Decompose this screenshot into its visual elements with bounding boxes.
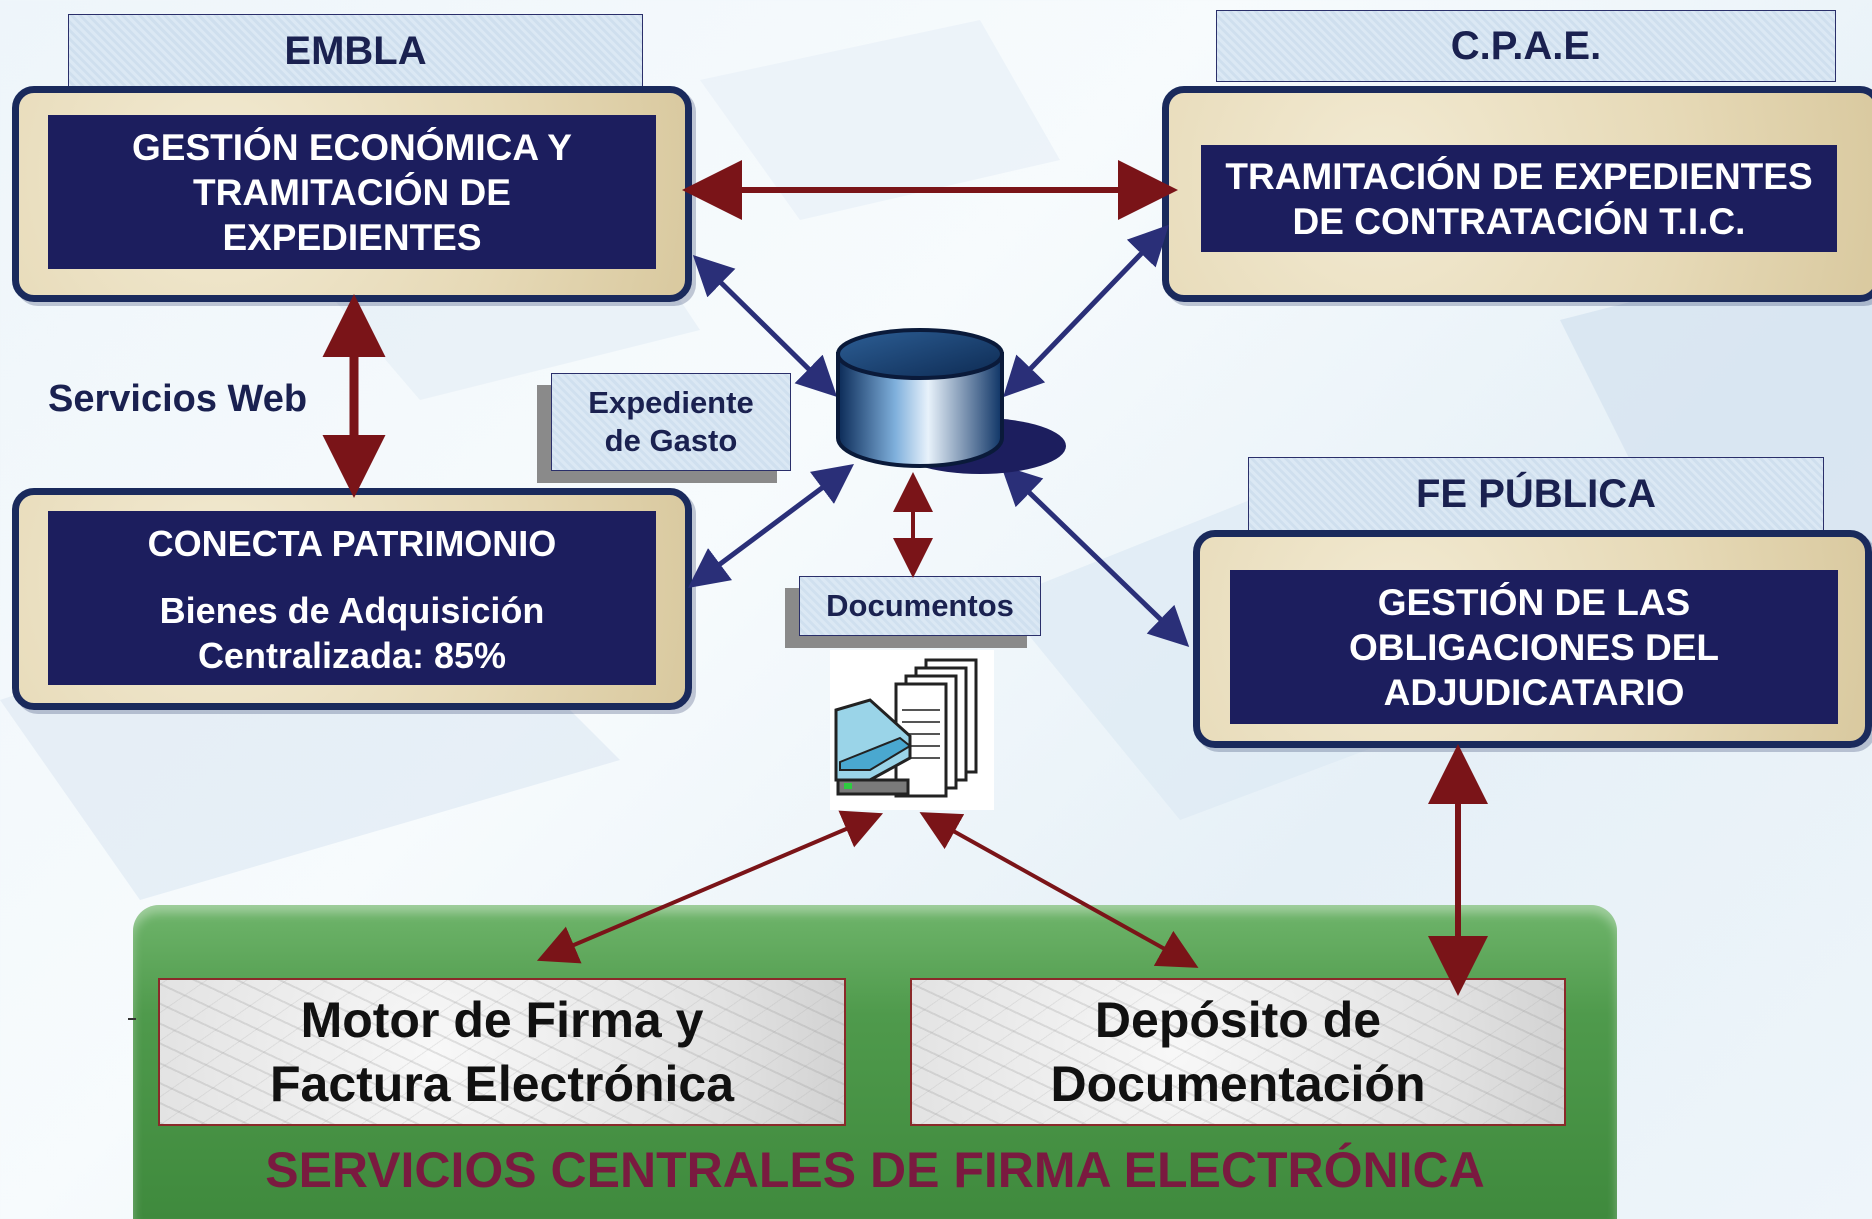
expediente-gasto-label: Expediente de Gasto [551,373,791,471]
conecta-line-1: Bienes de Adquisición [159,590,545,631]
embla-line-3: EXPEDIENTES [222,216,482,258]
documentos-text: Documentos [826,588,1014,623]
fe-publica-tab-label: FE PÚBLICA [1416,471,1656,516]
cpae-line-2: DE CONTRATACIÓN T.I.C. [1292,200,1746,242]
conecta-panel: CONECTA PATRIMONIO Bienes de Adquisición… [48,511,656,685]
conecta-title: CONECTA PATRIMONIO [147,523,557,564]
cpae-tab-label: C.P.A.E. [1450,23,1602,68]
expediente-line-1: Expediente [588,385,754,420]
cpae-tab: C.P.A.E. [1216,10,1836,82]
motor-line-1: Motor de Firma y [300,992,704,1048]
fe-publica-line-2: OBLIGACIONES DEL [1348,626,1720,668]
expediente-line-2: de Gasto [604,423,738,458]
embla-tab-label: EMBLA [284,28,427,73]
deposito-line-1: Depósito de [1094,992,1382,1048]
cpae-panel: TRAMITACIÓN DE EXPEDIENTES DE CONTRATACI… [1201,145,1837,252]
base-title: SERVICIOS CENTRALES DE FIRMA ELECTRÓNICA [265,1142,1485,1198]
fe-publica-line-1: GESTIÓN DE LAS [1377,581,1691,623]
fe-publica-panel: GESTIÓN DE LAS OBLIGACIONES DEL ADJUDICA… [1230,570,1838,724]
conecta-line-2: Centralizada: 85% [197,635,507,676]
scanner-documents-icon [830,650,994,810]
motor-line-2: Factura Electrónica [269,1056,735,1112]
embla-tab: EMBLA [68,14,643,88]
fe-publica-tab: FE PÚBLICA [1248,457,1824,531]
database-icon [836,328,1066,474]
cpae-line-1: TRAMITACIÓN DE EXPEDIENTES [1225,155,1813,197]
motor-firma-box: Motor de Firma y Factura Electrónica [158,978,846,1126]
fe-publica-line-3: ADJUDICATARIO [1383,671,1685,713]
embla-line-1: GESTIÓN ECONÓMICA Y [132,126,572,168]
embla-line-2: TRAMITACIÓN DE [193,171,511,213]
embla-panel: GESTIÓN ECONÓMICA Y TRAMITACIÓN DE EXPED… [48,115,656,269]
servicios-web-label: Servicios Web [48,378,308,420]
documentos-label: Documentos [799,576,1041,636]
left-tick-mark [128,1018,136,1020]
deposito-line-2: Documentación [1050,1056,1426,1112]
deposito-box: Depósito de Documentación [910,978,1566,1126]
